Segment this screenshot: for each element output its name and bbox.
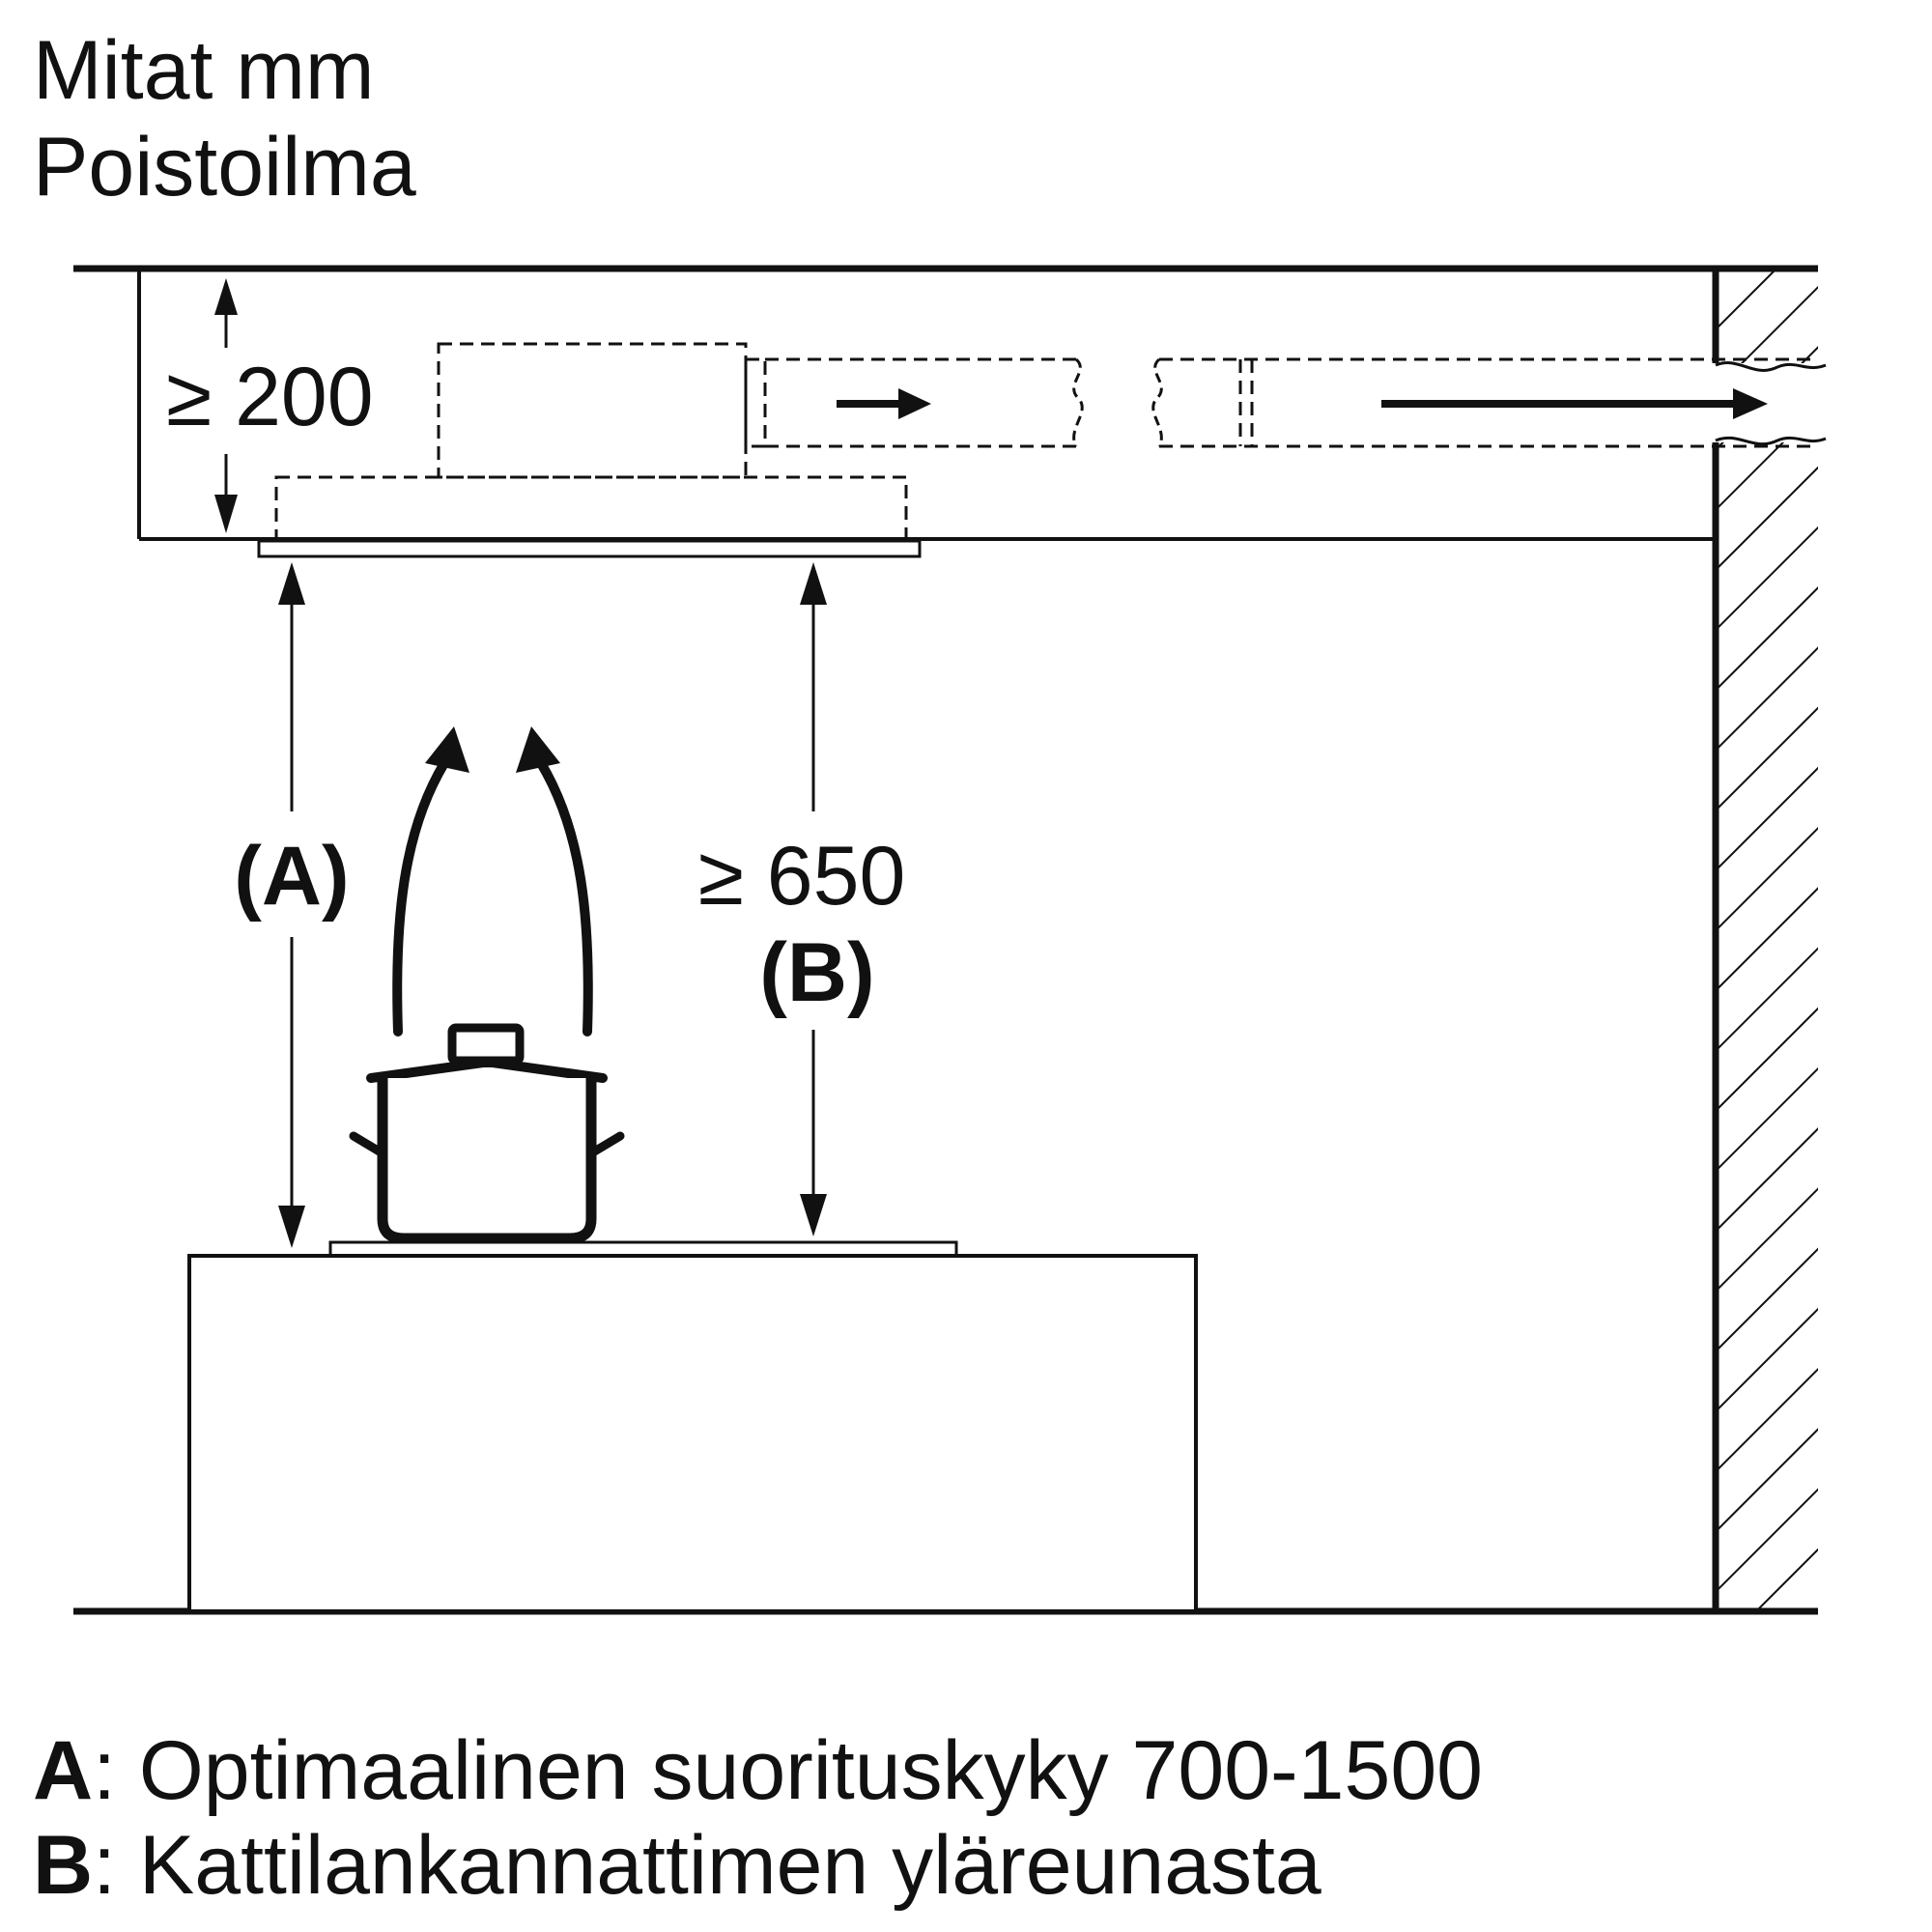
duct-break-symbols: [1072, 357, 1163, 447]
dimension-unit-title: Mitat mm: [33, 24, 375, 117]
legend-key-a: A: [33, 1724, 94, 1817]
counter-cabinet: [187, 1254, 1198, 1613]
legend-text-b: : Kattilankannattimen yläreunasta: [93, 1819, 1321, 1912]
dimension-200-label: ≥ 200: [166, 351, 374, 443]
cooktop: [328, 1240, 958, 1258]
steam-arrows: [392, 726, 593, 1037]
wall-hatching: [1712, 269, 1827, 1611]
duct-airflow-arrows: [837, 388, 1768, 419]
legend-item-b: B: Kattilankannattimen yläreunasta: [33, 1824, 1321, 1907]
exhaust-mode-title: Poistoilma: [33, 121, 416, 213]
legend-key-b: B: [33, 1819, 94, 1912]
dimension-b-label: (B): [759, 926, 874, 1019]
dimension-a-label: (A): [234, 830, 349, 923]
legend-text-a: : Optimaalinen suorituskyky 700-1500: [93, 1724, 1483, 1817]
legend-item-a: A: Optimaalinen suorituskyky 700-1500: [33, 1729, 1483, 1812]
hood-panel: [257, 539, 922, 558]
pot-icon: [349, 1023, 625, 1244]
dimension-b-arrow: [800, 562, 827, 1236]
dimension-200-arrow: [214, 278, 238, 533]
exhaust-duct-dashed: [744, 357, 1818, 448]
dimension-650-label: ≥ 650: [698, 830, 906, 923]
dimension-a-arrow: [278, 562, 305, 1248]
